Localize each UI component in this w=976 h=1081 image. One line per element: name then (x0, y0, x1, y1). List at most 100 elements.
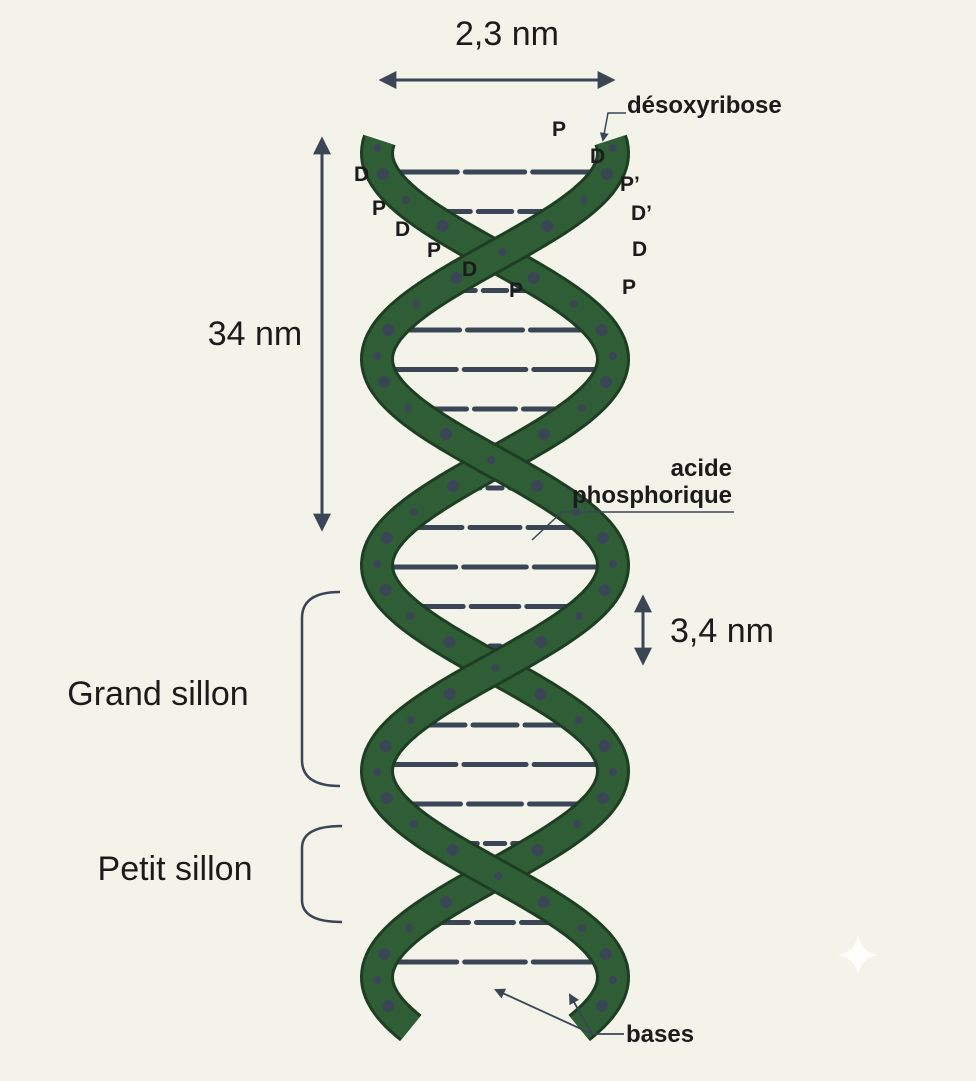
letter-d-3: D (462, 258, 477, 281)
backbone-dot (577, 404, 586, 412)
backbone-dot (382, 1000, 395, 1012)
backbone-dot (491, 664, 500, 672)
backbone-dot (577, 924, 586, 932)
backbone-dot (380, 792, 393, 804)
backbone-dot (601, 168, 614, 180)
letter-d-2: D (395, 218, 410, 241)
sugar-annotation: désoxyribose (599, 92, 782, 142)
backbone-dot (527, 272, 540, 284)
phosphate-annotation: acide phosphorique (531, 455, 734, 541)
letter-p-1: P (372, 197, 386, 220)
backbone-dot (443, 636, 456, 648)
minor-groove-bracket (300, 824, 343, 924)
backbone-dot (378, 376, 391, 388)
backbone-dot (498, 248, 507, 256)
backbone-dot (412, 300, 421, 308)
backbone-dot (404, 404, 413, 412)
backbone-dot (531, 480, 543, 492)
base-spacing-dimension: 3,4 nm (634, 594, 774, 666)
backbone-dot (407, 716, 416, 724)
backbone-dot (541, 220, 554, 232)
backbone-dot (595, 324, 608, 336)
backbone-dot (401, 196, 410, 204)
backbone-dot (595, 1000, 608, 1012)
major-groove-bracket (300, 590, 341, 788)
letter-p-5: P (622, 276, 636, 299)
sugar-leader (599, 112, 626, 142)
backbone-dot (409, 508, 418, 516)
backbone-dot (575, 612, 584, 620)
backbone-dot (572, 820, 581, 828)
backbone-dot (598, 740, 611, 752)
letter-d-5: D (632, 238, 647, 261)
major-groove-label: Grand sillon (67, 675, 248, 713)
strand-front (359, 134, 631, 1042)
backbone-dot (404, 924, 413, 932)
backbone-dot (608, 976, 617, 984)
backbone-dot (494, 872, 503, 880)
minor-groove-label: Petit sillon (98, 850, 253, 888)
letter-p-prime: P’ (620, 173, 640, 196)
backbone-dot (597, 792, 610, 804)
backbone-dot (538, 428, 551, 440)
backbone-dot (537, 896, 550, 908)
backbone-dot (531, 844, 544, 856)
base-spacing-label: 3,4 nm (670, 612, 774, 650)
backbone-dot (443, 688, 456, 700)
letter-p-3: P (509, 279, 523, 302)
width-label: 2,3 nm (455, 15, 559, 53)
letter-d-prime: D’ (631, 202, 652, 225)
backbone-dot (378, 948, 391, 960)
bases-annotation: bases (494, 988, 694, 1048)
backbone-dot (380, 532, 393, 544)
sparkle-icon (838, 935, 878, 975)
backbone-dot (373, 352, 382, 360)
backbone-dot (373, 560, 381, 568)
backbone-dot (373, 976, 382, 984)
backbone-dot (376, 168, 389, 180)
backbone-dot (382, 324, 395, 336)
backbone-dot (609, 768, 617, 776)
width-dimension: 2,3 nm (378, 15, 616, 89)
backbone-dot (439, 428, 452, 440)
backbone-dot (446, 844, 459, 856)
backbone-dot (450, 272, 463, 284)
letter-d-1: D (354, 163, 369, 186)
backbone-dot (447, 480, 459, 492)
backbone-dot (406, 612, 415, 620)
backbone-dot (580, 196, 589, 204)
backbone-dot (487, 456, 496, 464)
letter-p-2: P (427, 239, 441, 262)
phosphate-label-line1: acide (671, 455, 732, 482)
bases-label: bases (626, 1021, 694, 1048)
backbone-dot (440, 896, 453, 908)
letter-p-4: P (552, 118, 566, 141)
bases-leader-2 (568, 993, 593, 1035)
backbone-dot (379, 740, 392, 752)
major-groove: Grand sillon (67, 590, 341, 788)
backbone-dot (608, 352, 617, 360)
phosphate-label-line2: phosphorique (572, 482, 732, 509)
backbone-dot (608, 144, 617, 152)
minor-groove: Petit sillon (98, 824, 343, 924)
backbone-dot (373, 768, 381, 776)
backbone-dot (599, 376, 612, 388)
backbone-dot (534, 636, 547, 648)
sugar-label: désoxyribose (627, 92, 782, 119)
backbone-dot (609, 560, 617, 568)
backbone-dot (436, 220, 449, 232)
letter-d-4: D (590, 145, 605, 168)
strand-1-ribbon (362, 135, 628, 1039)
pitch-label: 34 nm (208, 315, 303, 353)
backbone-dot (534, 688, 547, 700)
backbone-dot (597, 532, 610, 544)
backbone-dot (598, 584, 611, 596)
backbone-dot (599, 948, 612, 960)
base-pairs (390, 169, 600, 965)
phosphate-leader (531, 511, 734, 541)
backbone-dot (379, 584, 392, 596)
backbone-dot (409, 820, 418, 828)
backbone-dot (373, 144, 382, 152)
